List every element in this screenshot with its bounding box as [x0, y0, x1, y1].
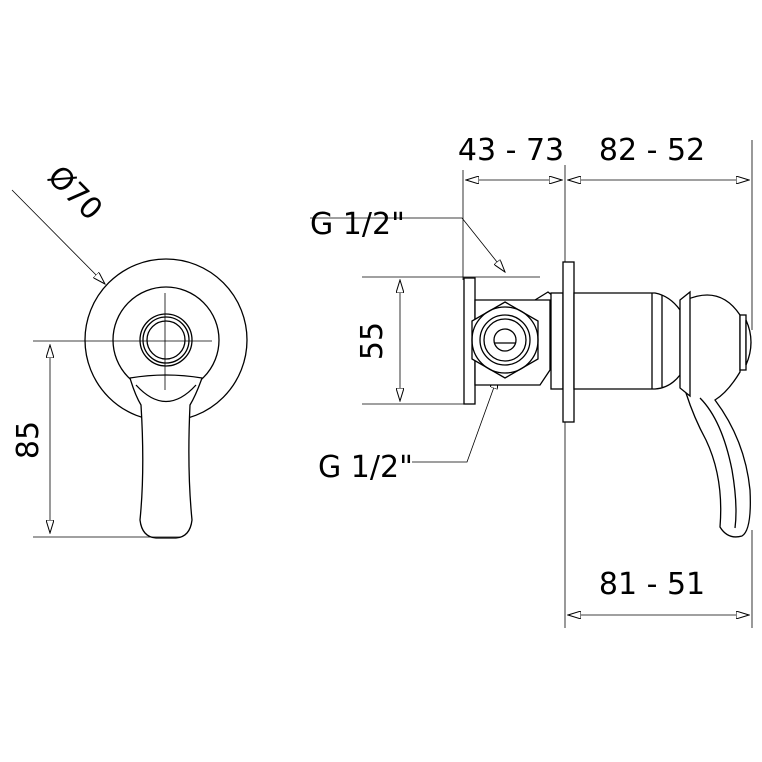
nut-outer — [471, 306, 539, 374]
lever-inner-line — [699, 397, 737, 529]
side-view: 43 - 73 82 - 52 81 - 51 G 1/2" G 1/2" 55 — [310, 133, 753, 628]
inlet-bottom-leader — [412, 376, 498, 463]
front-height-label: 85 — [11, 421, 46, 459]
spindle-hole — [146, 320, 186, 360]
spindle-ring — [139, 313, 193, 367]
side-lever-handle — [685, 294, 751, 538]
overall-range-label: 81 - 51 — [599, 567, 705, 602]
handle-collar — [679, 290, 691, 398]
diameter-leader — [11, 189, 105, 284]
sleeve — [550, 292, 564, 390]
inlet-bore — [493, 328, 517, 352]
diameter-label: Ø70 — [40, 159, 108, 227]
inlet-inner — [483, 318, 527, 362]
inlet-top-label: G 1/2" — [310, 207, 405, 242]
handle-range-label: 82 - 52 — [599, 133, 705, 168]
inlet-top-leader — [310, 217, 505, 272]
spindle-ring-2 — [142, 316, 190, 364]
depth-range-label: 43 - 73 — [458, 133, 564, 168]
inlet-outer — [479, 314, 531, 366]
front-view: 85 Ø70 — [11, 159, 248, 539]
handle-curve — [135, 384, 197, 402]
cartridge-cylinder — [573, 292, 681, 390]
handle-button-ring — [739, 314, 747, 371]
flange — [562, 261, 575, 423]
inlet-bottom-label: G 1/2" — [318, 450, 413, 485]
front-handle — [129, 374, 203, 539]
handle-button — [745, 319, 752, 366]
side-height-label: 55 — [355, 322, 390, 360]
